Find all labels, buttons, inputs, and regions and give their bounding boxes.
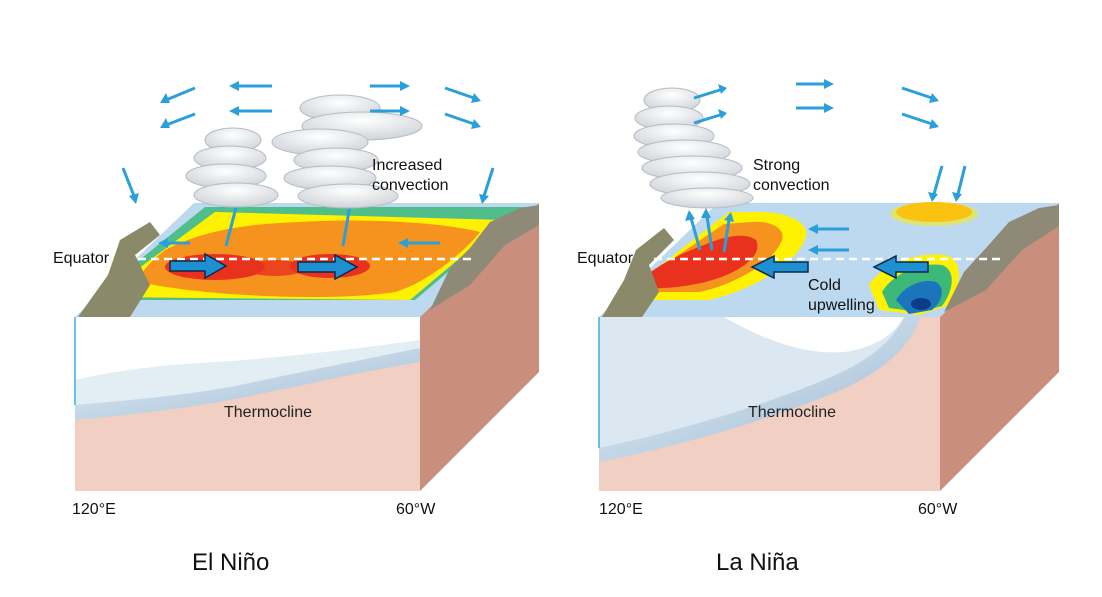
land-east xyxy=(944,205,1059,312)
la-nina-convection-label: Strong convection xyxy=(753,157,830,194)
el-nino-equator-label: Equator xyxy=(53,250,110,267)
la-nina-diagram xyxy=(598,79,1059,491)
cloud-west xyxy=(633,87,754,209)
la-nina-panel: Strong convection Cold upwelling Equator… xyxy=(524,0,1075,597)
upper-water-white xyxy=(724,317,904,353)
el-nino-panel: Increased convection Equator Thermocline… xyxy=(53,81,539,576)
anomaly-red-west xyxy=(632,235,758,289)
la-nina-upwelling-label: Cold upwelling xyxy=(808,277,875,314)
wind-arrows xyxy=(693,79,967,202)
la-nina-equator-label: Equator xyxy=(577,250,634,267)
land-east xyxy=(430,205,539,310)
box-side-face xyxy=(420,203,539,491)
current-arrow-2 xyxy=(297,253,359,281)
el-nino-east-longitude: 60°W xyxy=(396,501,436,518)
el-nino-west-longitude: 120°E xyxy=(72,501,116,518)
wind-arrows xyxy=(121,81,495,204)
la-nina-thermocline-label: Thermocline xyxy=(748,404,837,421)
box-side-face xyxy=(940,203,1059,491)
thermocline-layer xyxy=(75,348,420,420)
current-arrow-2 xyxy=(872,254,929,280)
la-nina-title: La Niña xyxy=(716,549,799,576)
land-west xyxy=(78,222,160,317)
current-arrow-1 xyxy=(750,254,809,280)
la-nina-east-longitude: 60°W xyxy=(918,501,958,518)
thermocline-layer xyxy=(599,317,920,462)
cloud-east xyxy=(271,94,423,209)
el-nino-title: El Niño xyxy=(192,549,270,576)
cloud-west xyxy=(185,127,279,208)
el-nino-thermocline-label: Thermocline xyxy=(224,404,313,421)
upper-water-shade xyxy=(75,317,420,405)
el-nino-diagram xyxy=(74,81,539,491)
la-nina-west-longitude: 120°E xyxy=(599,501,643,518)
land-west xyxy=(602,228,674,317)
current-arrow-1 xyxy=(169,252,228,280)
el-nino-convection-label: Increased convection xyxy=(372,157,449,194)
